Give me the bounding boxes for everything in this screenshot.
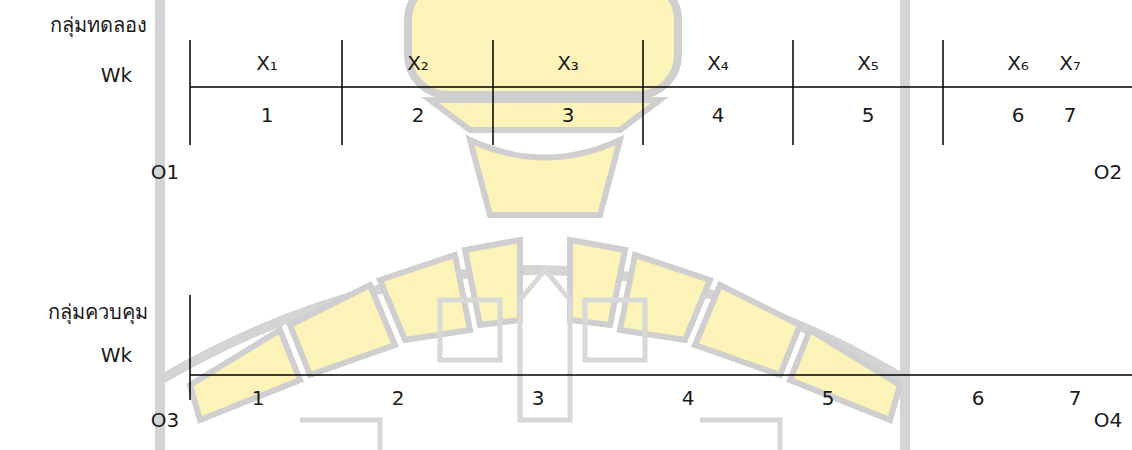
experimental-axis [189, 40, 191, 145]
week-divider [341, 40, 343, 145]
week-number: 1 [261, 103, 274, 127]
week-divider [942, 40, 944, 145]
treatment-label: X₁ [256, 51, 278, 75]
control-axis [189, 295, 191, 400]
week-divider [492, 40, 494, 145]
week-number: 1 [252, 386, 265, 410]
week-number: 2 [392, 386, 405, 410]
treatment-label: X₂ [407, 51, 429, 75]
week-number: 2 [412, 103, 425, 127]
experimental-timeline [190, 86, 1132, 88]
emblem-fan [190, 240, 900, 420]
week-number: 6 [972, 386, 985, 410]
treatment-label: X₅ [857, 51, 879, 75]
week-number: 4 [682, 386, 695, 410]
week-number: 3 [532, 386, 545, 410]
week-divider [792, 40, 794, 145]
group-label: กลุ่มทดลอง [50, 13, 147, 37]
treatment-label: X₆ [1007, 51, 1029, 75]
week-label: Wk [101, 63, 132, 87]
treatment-label: X₇ [1059, 51, 1081, 75]
observation-label: O1 [151, 160, 179, 184]
week-number: 4 [712, 103, 725, 127]
week-number: 7 [1064, 103, 1077, 127]
observation-label: O3 [151, 408, 179, 432]
observation-label: O2 [1094, 160, 1122, 184]
control-timeline [190, 374, 1132, 376]
week-number: 7 [1069, 386, 1082, 410]
week-number: 5 [862, 103, 875, 127]
treatment-label: X₄ [707, 51, 729, 75]
week-number: 6 [1012, 103, 1025, 127]
emblem-top [408, 0, 678, 215]
treatment-label: X₃ [557, 51, 579, 75]
emblem-pattern [300, 270, 780, 450]
observation-label: O4 [1094, 408, 1122, 432]
week-label: Wk [101, 343, 132, 367]
group-label: กลุ่มควบคุม [48, 300, 148, 324]
week-number: 5 [822, 386, 835, 410]
week-number: 3 [562, 103, 575, 127]
week-divider [642, 40, 644, 145]
